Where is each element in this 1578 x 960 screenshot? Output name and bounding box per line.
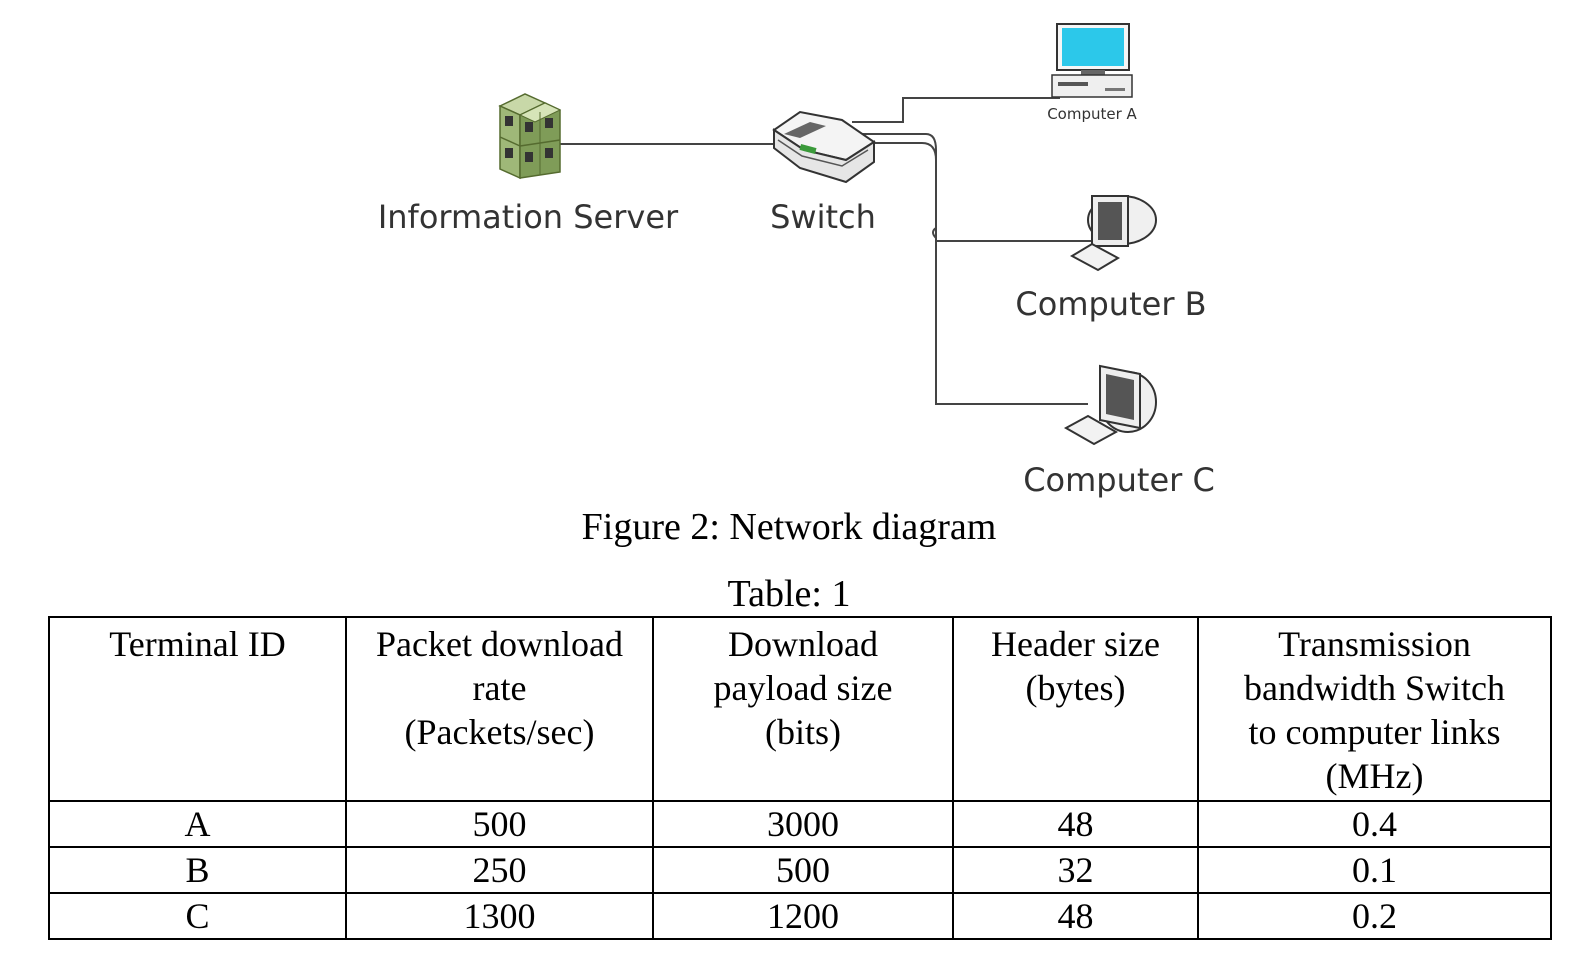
table-cell: 0.2 [1197,892,1552,940]
table-cell: 500 [345,800,654,848]
network-diagram: Information Server Switch Computer A Com… [378,23,1215,499]
table-row: A 500 3000 48 0.4 [48,800,1552,848]
table-cell: A [48,800,347,848]
computer-a-icon [1051,23,1133,98]
computer-b-label: Computer B [1015,285,1206,323]
server-icon [498,93,562,180]
table-cell: 48 [952,892,1199,940]
switch-icon [772,110,876,184]
link-switch-computer-b [856,133,1095,242]
table-row: B 250 500 32 0.1 [48,846,1552,894]
computer-a-label: Computer A [1047,105,1137,123]
figure-caption: Figure 2: Network diagram [581,506,997,548]
table-caption: Table: 1 [727,573,851,615]
table-cell: 1300 [345,892,654,940]
table-cell: 3000 [652,800,954,848]
table-cell: 0.4 [1197,800,1552,848]
table-cell: 250 [345,846,654,894]
table-row: C 1300 1200 48 0.2 [48,892,1552,940]
table-cell: 32 [952,846,1199,894]
table-cell: 500 [652,846,954,894]
table-cell: 1200 [652,892,954,940]
server-label: Information Server [378,198,679,236]
switch-label: Switch [770,198,876,236]
computer-b-icon [1069,195,1157,272]
table-cell: 0.1 [1197,846,1552,894]
header-header-size: Header size(bytes) [952,616,1199,802]
table-cell: 48 [952,800,1199,848]
connection-lines [558,97,1095,405]
header-terminal-id: Terminal ID [48,616,347,802]
table-cell: B [48,846,347,894]
link-switch-computer-c [860,142,1088,405]
computer-c-label: Computer C [1023,461,1215,499]
computer-c-icon [1063,364,1157,446]
table-cell: C [48,892,347,940]
link-switch-computer-a [852,97,1060,123]
